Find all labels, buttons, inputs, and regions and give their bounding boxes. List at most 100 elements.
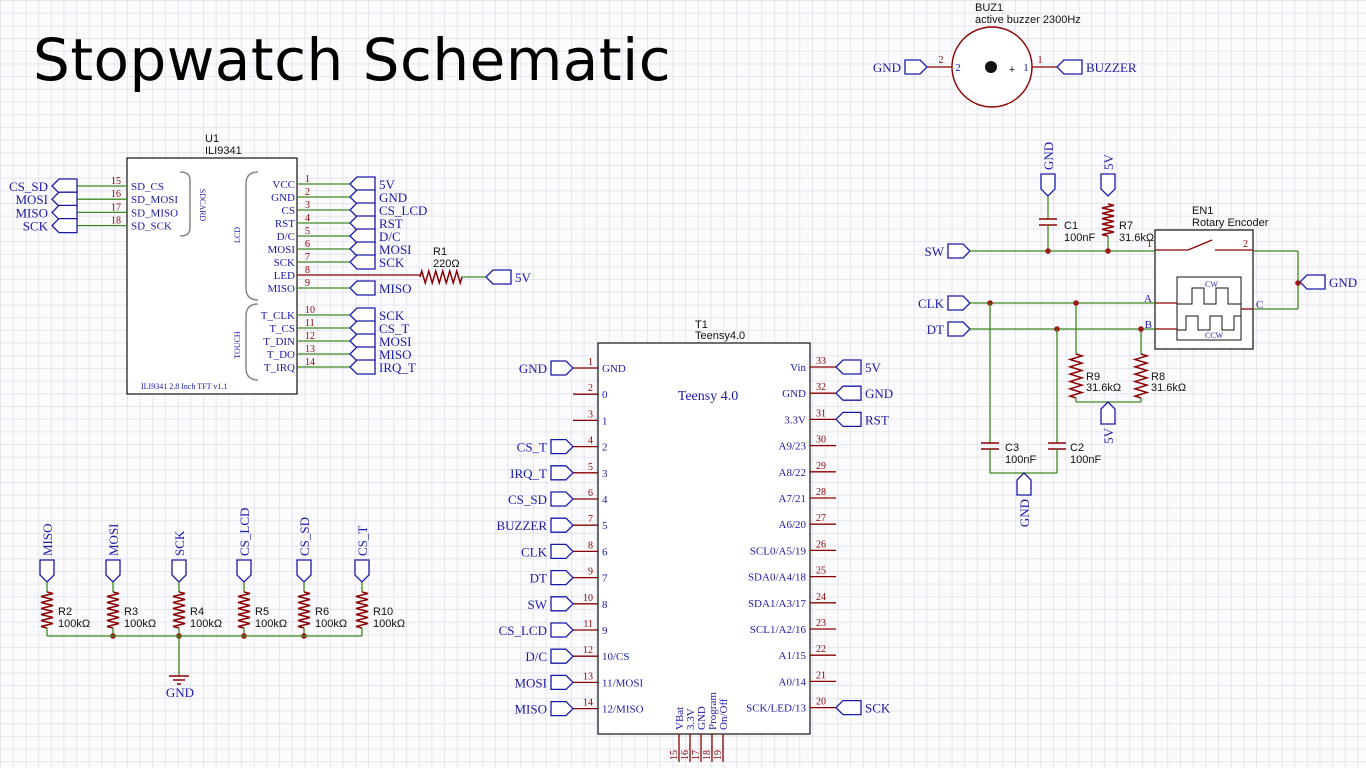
u1-right-net-port-text: IRQ_T	[379, 360, 416, 375]
teensy-left-pin-num: 13	[583, 671, 593, 682]
encoder-value: Rotary Encoder	[1192, 217, 1269, 229]
u1-right-net-port-text: CS_T	[379, 321, 409, 336]
teensy-right-pin-num: 33	[816, 356, 826, 367]
u1-right-net-port-text: MOSI	[379, 242, 412, 257]
pulldown-resistor	[106, 591, 120, 629]
teensy-right-pin-num: 22	[816, 644, 826, 655]
encoder-pin-a-name: A	[1144, 293, 1152, 305]
teensy-right-pin-name: A7/21	[779, 493, 807, 505]
teensy-right-pin-num: 29	[816, 461, 826, 472]
teensy-left-pin-num: 2	[588, 383, 593, 394]
u1-value: ILI9341	[205, 145, 242, 157]
u1-lcd-bracket	[245, 171, 259, 301]
pulldown-net-port-text: SCK	[172, 530, 187, 556]
encoder-ccw-wave	[1177, 315, 1241, 331]
junction-dot	[1138, 326, 1144, 332]
teensy-body	[597, 342, 811, 735]
u1-right-pin-num: 9	[305, 278, 310, 289]
teensy-bottom-pin-name: VBat	[674, 707, 686, 730]
u1-right-pin-num: 6	[305, 239, 310, 250]
c2-ref: C2	[1070, 442, 1084, 454]
teensy-left-pin-num: 5	[588, 462, 593, 473]
u1-sdcard-bracket	[179, 171, 191, 237]
teensy-right-pin-name: Vin	[790, 362, 806, 374]
teensy-left-pin-name: GND	[602, 363, 626, 375]
u1-right-pin-num: 4	[305, 213, 310, 224]
teensy-left-pin-num: 10	[583, 593, 593, 604]
pullup-5v-port	[1100, 401, 1116, 425]
u1-right-net-port-text: MISO	[379, 281, 412, 296]
pulldown-net-port	[39, 559, 55, 583]
u1-left-pin-num: 17	[111, 202, 121, 213]
teensy-left-pin-num: 7	[588, 514, 593, 525]
teensy-right-pin-num: 31	[816, 408, 826, 419]
teensy-left-pin-num: 3	[588, 409, 593, 420]
u1-right-pin-name: SCK	[274, 257, 295, 269]
teensy-left-pin-name: 9	[602, 625, 608, 637]
teensy-left-pin-name: 2	[602, 442, 608, 454]
u1-right-pin-num: 8	[305, 265, 310, 276]
c2-value: 100nF	[1070, 454, 1101, 466]
pulldown-resistor	[297, 591, 311, 629]
c3-value: 100nF	[1005, 454, 1036, 466]
teensy-right-pin-num: 20	[816, 697, 826, 708]
teensy-left-pin-name: 10/CS	[602, 651, 630, 663]
u1-right-pin-num: 5	[305, 226, 310, 237]
teensy-bottom-pin-name: GND	[696, 706, 708, 730]
r8-value: 31.6kΩ	[1151, 382, 1186, 394]
teensy-left-pin-name: 11/MOSI	[602, 677, 643, 689]
teensy-left-pin-name: 3	[602, 468, 608, 480]
u1-sdcard-label: SDCARD	[198, 189, 207, 222]
teensy-left-net-port	[550, 569, 574, 586]
teensy-left-pin-num: 11	[583, 619, 593, 630]
u1-right-net-port	[349, 307, 376, 323]
encoder-pin-c-name: C	[1256, 299, 1263, 311]
u1-left-pin-name: SD_SCK	[131, 221, 172, 233]
teensy-bottom-pin-num: 15	[669, 750, 680, 760]
r7-value: 31.6kΩ	[1119, 232, 1154, 244]
teensy-left-net-port-text: CLK	[521, 544, 548, 559]
u1-left-net-text: MISO	[15, 205, 48, 220]
teensy-right-pin-num: 24	[816, 592, 826, 603]
encoder-switch-blade	[1187, 239, 1213, 251]
pulldown-ref: R2	[58, 606, 72, 618]
teensy-right-net-port	[835, 385, 862, 401]
teensy-right-pin-num: 25	[816, 566, 826, 577]
buzzer-net-port	[1056, 59, 1083, 75]
u1-right-pin-name: T_CLK	[261, 310, 295, 322]
pulldown-net-port-text: CS_LCD	[237, 508, 252, 556]
pullup-5v-port-text: 5V	[1101, 427, 1116, 444]
r9-value: 31.6kΩ	[1086, 382, 1121, 394]
teensy-center-label: Teensy 4.0	[678, 389, 738, 404]
teensy-left-net-port-text: SW	[528, 597, 548, 612]
u1-left-pin-name: SD_CS	[131, 181, 164, 193]
page-title: Stopwatch Schematic	[33, 26, 672, 94]
u1-right-net-port	[349, 254, 376, 270]
u1-right-pin-num: 10	[305, 305, 315, 316]
junction-dot	[1073, 300, 1079, 306]
pulldown-ref: R6	[315, 606, 329, 618]
teensy-left-pin-name: 12/MISO	[602, 704, 644, 716]
teensy-right-pin-num: 32	[816, 382, 826, 393]
u1-left-pin-num: 15	[111, 176, 121, 187]
u1-right-net-port	[349, 359, 376, 375]
pulldown-net-port-text: MISO	[40, 523, 55, 556]
teensy-value: Teensy4.0	[695, 330, 745, 342]
u1-left-net-port	[51, 204, 78, 221]
encoder-pin2-num: 2	[1243, 239, 1248, 250]
c1-gnd-port	[1040, 173, 1056, 197]
u1-right-net-port-text: GND	[379, 190, 407, 205]
encoder-cw-label: CW	[1205, 280, 1218, 289]
teensy-left-pin-num: 1	[588, 357, 593, 368]
u1-right-pin-name: MISO	[267, 283, 295, 295]
u1-left-pin-num: 18	[111, 216, 121, 227]
teensy-left-net-port	[550, 465, 574, 481]
cap-gnd-port-text: GND	[1017, 499, 1032, 527]
teensy-left-net-port	[550, 622, 574, 638]
pulldown-value: 100kΩ	[315, 618, 347, 630]
teensy-right-net-port-text: RST	[865, 412, 889, 427]
teensy-left-net-port	[550, 360, 574, 376]
teensy-left-net-port-text: CS_LCD	[499, 623, 547, 638]
pulldown-ref: R10	[373, 606, 393, 618]
